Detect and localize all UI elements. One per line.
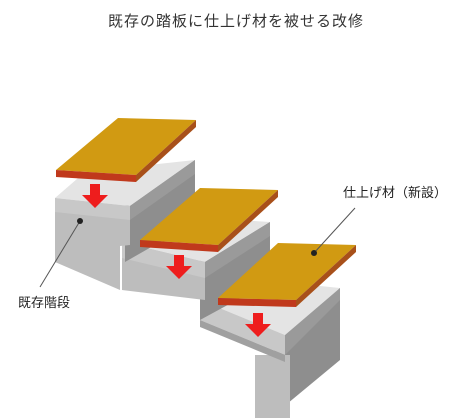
step-1-tread-side: [130, 160, 195, 220]
step-2-tread-side: [205, 222, 270, 278]
board-3-side-edge: [296, 245, 356, 307]
existing-stairs-label: 既存階段: [18, 296, 71, 311]
finish-board-1: [56, 118, 196, 182]
board-2-top: [140, 188, 278, 245]
step-1-riser-front: [55, 198, 130, 290]
board-2-front-edge: [140, 240, 218, 252]
finish-board-2: [140, 188, 278, 252]
existing-stairs-leader: [39, 218, 83, 288]
step-3-tread-side: [285, 288, 340, 355]
down-arrow-icon: [166, 255, 192, 279]
step-3-stringer-front: [255, 355, 290, 418]
finish-board-3: [218, 243, 356, 307]
diagram-title: 既存の踏板に仕上げ材を被せる改修: [107, 12, 364, 30]
board-3-top: [218, 243, 356, 300]
down-arrow-icon: [82, 184, 108, 208]
board-2-side-edge: [218, 190, 278, 252]
board-1-top: [56, 118, 196, 175]
step-1-tread-front: [55, 198, 130, 220]
finish-material-label: 仕上げ材（新設）: [343, 186, 448, 201]
board-1-front-edge: [56, 170, 136, 182]
down-arrow-icon: [245, 313, 271, 337]
board-1-side-edge: [136, 120, 196, 182]
step-3-nosing: [200, 320, 285, 362]
step-3-tread-front: [200, 300, 285, 355]
finish-material-leader: [311, 207, 356, 256]
board-3-front-edge: [218, 298, 296, 307]
